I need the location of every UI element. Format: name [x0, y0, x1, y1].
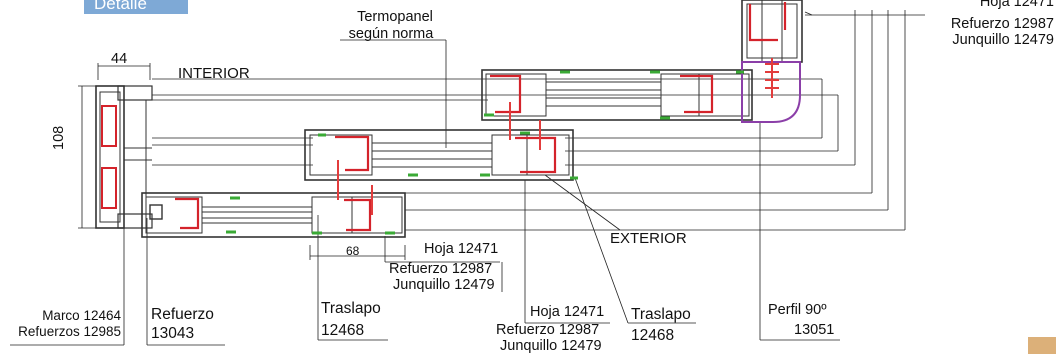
refuerzo-13043-title: Refuerzo	[151, 306, 214, 323]
corner-screw	[765, 58, 779, 98]
leader-lines	[10, 10, 925, 346]
hoja-mid-label: Hoja 12471	[424, 241, 499, 257]
gaskets	[226, 70, 744, 235]
termopanel-label-line2: según norma	[348, 26, 434, 42]
junquillo-top-label: Junquillo 12479	[952, 32, 1054, 48]
traslapo-2-code: 12468	[631, 327, 675, 344]
upper-sash-reinforcement	[490, 74, 714, 114]
frame-profile	[95, 85, 153, 229]
refuerzo-low-label: Refuerzo 12987	[496, 322, 600, 338]
perfil-90-title: Perfil 90º	[768, 302, 827, 318]
traslapo-1-title: Traslapo	[321, 300, 381, 317]
traslapo-2-title: Traslapo	[631, 306, 691, 323]
exterior-label: EXTERIOR	[610, 230, 687, 247]
hoja-top-label: Hoja 12471	[979, 0, 1054, 10]
frame-reinforcement	[101, 105, 117, 209]
corner-profile-90	[741, 61, 801, 123]
refuerzos-label: Refuerzos 12985	[18, 324, 121, 339]
upper-sash	[481, 69, 753, 121]
middle-sash	[304, 129, 574, 181]
vertical-sash-reinforcement	[748, 2, 787, 42]
hoja-low-label: Hoja 12471	[530, 304, 605, 320]
refuerzo-mid-label: Refuerzo 12987	[389, 261, 493, 277]
dimension-68: 68	[346, 244, 360, 258]
refuerzo-top-label: Refuerzo 12987	[950, 16, 1054, 32]
corner-tab	[1028, 337, 1056, 354]
dimension-44: 44	[111, 51, 128, 67]
junquillo-low-label: Junquillo 12479	[500, 338, 602, 354]
junquillo-mid-label: Junquillo 12479	[393, 277, 495, 293]
lower-sash	[141, 192, 406, 238]
dimension-108: 108	[51, 125, 67, 150]
interior-label: INTERIOR	[178, 65, 250, 82]
marco-label: Marco 12464	[42, 308, 121, 323]
overlap-screws	[337, 102, 541, 215]
traslapo-1-code: 12468	[321, 322, 365, 339]
middle-sash-reinforcement	[335, 135, 557, 174]
refuerzo-13043-code: 13043	[151, 325, 195, 342]
lower-sash-reinforcement	[175, 197, 372, 232]
termopanel-label-line1: Termopanel	[357, 9, 433, 25]
perfil-90-code: 13051	[794, 322, 835, 338]
header-tag: Detalle	[84, 0, 188, 14]
